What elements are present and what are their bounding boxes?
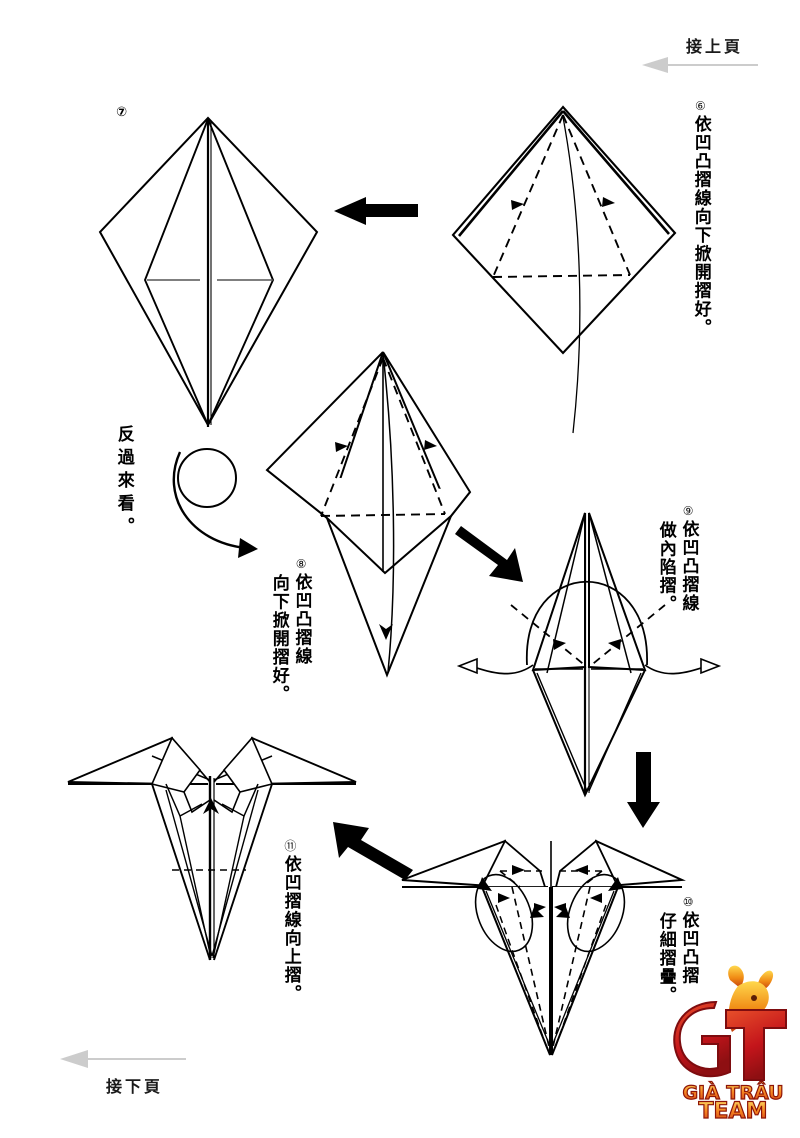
step-10-number: ⑩ bbox=[682, 895, 694, 909]
step-11-text-col-1: 依凹摺線向上摺。 bbox=[280, 855, 301, 1003]
step-11-caption: ⑪ 依凹摺線向上摺。 bbox=[280, 840, 301, 1003]
step-6-caption: ⑥ 依凹凸摺線向下掀開摺好。 bbox=[690, 100, 711, 337]
step-7-number: ⑦ bbox=[116, 105, 129, 120]
diagram-9 bbox=[456, 512, 722, 798]
arrow-step6-to-step7 bbox=[334, 197, 418, 225]
step-9-text-col-1: 依凹凸摺線 bbox=[678, 520, 699, 613]
arrow-step8-to-step9 bbox=[455, 526, 523, 582]
continued-on-next-arrow-icon bbox=[60, 1050, 186, 1068]
diagram-7 bbox=[98, 116, 319, 428]
step-10-caption: ⑩ 依凹凸摺 仔細摺疊。 bbox=[655, 895, 699, 1005]
step-11-number: ⑪ bbox=[284, 839, 297, 853]
step-9-number: ⑨ bbox=[682, 504, 694, 518]
turn-over-loop-arrow-icon bbox=[172, 448, 258, 558]
continued-from-previous-label: 接上頁 bbox=[686, 37, 744, 56]
step-6-text-col-1: 依凹凸摺線向下掀開摺好。 bbox=[690, 115, 711, 337]
turn-over-note: 反過來看。 bbox=[113, 425, 134, 540]
arrow-step10-to-step11 bbox=[333, 822, 413, 880]
step-9-text-col-2: 做內陷摺。 bbox=[655, 521, 676, 614]
continued-from-previous-arrow-icon bbox=[642, 57, 758, 73]
logo-letter-g bbox=[673, 1000, 731, 1078]
diagram-10 bbox=[401, 839, 686, 1056]
logo-name-line-1: GIÀ TRÂU bbox=[682, 1081, 783, 1104]
step-10-text-col-1: 依凹凸摺 bbox=[678, 911, 699, 985]
gia-trau-team-logo: GIÀ TRÂU TEAM bbox=[673, 965, 787, 1125]
logo-letter-t bbox=[725, 1009, 787, 1081]
continued-on-next-label: 接下頁 bbox=[106, 1077, 164, 1096]
step-6-number: ⑥ bbox=[694, 99, 706, 113]
diagram-6 bbox=[451, 105, 677, 434]
step-8-text-col-2: 向下掀開摺好。 bbox=[268, 574, 289, 704]
step-9-caption: ⑨ 依凹凸摺線 做內陷摺。 bbox=[655, 504, 699, 614]
step-8-caption: ⑧ 依凹凸摺線 向下掀開摺好。 bbox=[268, 557, 312, 704]
logo-name-line-2: TEAM bbox=[699, 1099, 768, 1124]
arrow-step9-to-step10 bbox=[627, 752, 660, 828]
step-8-number: ⑧ bbox=[295, 557, 307, 571]
step-10-text-col-2: 仔細摺疊。 bbox=[655, 912, 676, 1005]
diagram-11 bbox=[67, 736, 357, 961]
diagram-8 bbox=[265, 351, 472, 678]
step-8-text-col-1: 依凹凸摺線 bbox=[291, 573, 312, 666]
